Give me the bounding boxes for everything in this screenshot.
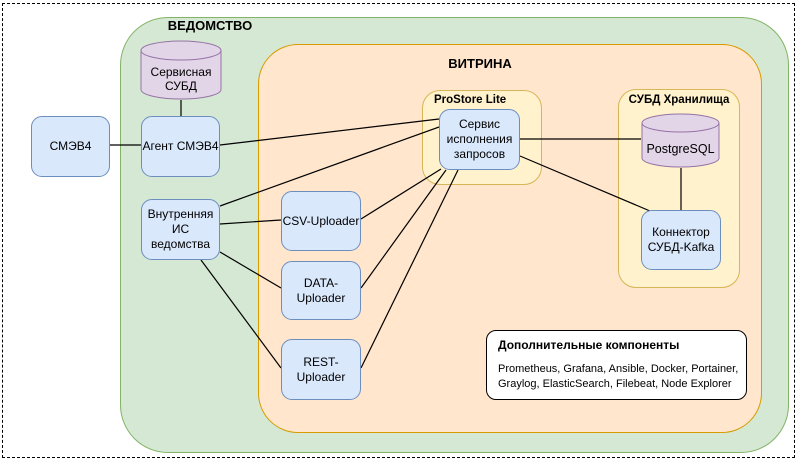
node-kafka-connector: Коннектор СУБД-Kafka xyxy=(641,210,721,270)
page-dashed-border xyxy=(2,3,795,458)
node-rest-uploader: REST-Uploader xyxy=(281,339,361,400)
extra-components-title: Дополнительные компоненты xyxy=(498,338,680,352)
service-db-label: Сервисная СУБД xyxy=(150,65,212,93)
group-vitrina-title: ВИТРИНА xyxy=(448,56,512,71)
group-prostore-title: ProStore Lite xyxy=(434,94,507,106)
postgresql-cylinder: PostgreSQL xyxy=(641,113,720,168)
extra-components-list: Prometheus, Grafana, Ansible, Docker, Po… xyxy=(498,363,739,390)
node-internal-is: Внутренняя ИС ведомства xyxy=(141,199,220,260)
group-vedomstvo-title: ВЕДОМСТВО xyxy=(167,18,253,33)
cylinder-icon xyxy=(641,113,720,168)
node-agent-smev4: Агент СМЭВ4 xyxy=(141,116,220,177)
node-data-uploader: DATA-Uploader xyxy=(281,261,361,320)
group-subd-storage-title: СУБД Хранилища xyxy=(628,94,730,106)
service-db-cylinder: Сервисная СУБД xyxy=(140,40,222,100)
postgresql-label: PostgreSQL xyxy=(646,142,715,156)
node-smev4: СМЭВ4 xyxy=(31,116,110,177)
node-csv-uploader: CSV-Uploader xyxy=(281,191,361,251)
extra-components-box xyxy=(486,330,747,400)
node-query-service: Сервис исполнения запросов xyxy=(439,109,520,170)
cylinder-icon xyxy=(140,40,222,100)
